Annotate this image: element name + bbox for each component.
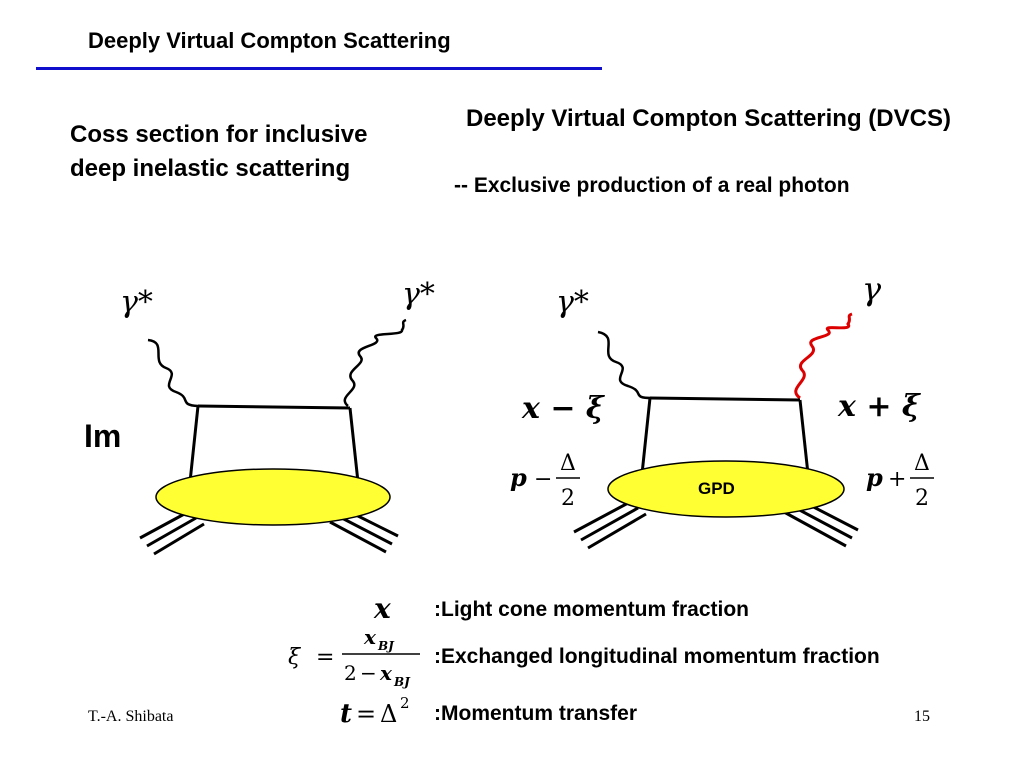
svg-text:ξ: ξ	[288, 645, 302, 670]
p-minus-delta-label: p − Δ 2	[510, 451, 580, 511]
svg-text:p: p	[510, 463, 527, 492]
right-photon-in-line	[597, 330, 653, 400]
left-quark-left	[188, 405, 200, 483]
definition-t-text: :Momentum transfer	[434, 702, 638, 725]
p-plus-delta-label: p + Δ 2	[866, 451, 934, 511]
gpd-label: GPD	[698, 479, 735, 498]
right-diagram: γ* γ x − ξ x + ξ p − Δ 2 p + Δ 2	[510, 270, 934, 550]
svg-text:Δ: Δ	[560, 451, 576, 476]
svg-text:+: +	[888, 467, 906, 492]
svg-text:BJ: BJ	[377, 639, 395, 653]
footer-page-number: 15	[914, 708, 930, 725]
right-hadron-in	[573, 500, 647, 550]
left-quark-right	[348, 407, 360, 483]
svg-text:−: −	[360, 661, 377, 685]
left-heading: Coss section for inclusive deep inelasti…	[70, 121, 368, 182]
svg-text:BJ: BJ	[393, 675, 411, 689]
left-photon-in-label: γ*	[120, 285, 153, 320]
formula-xi: ξ = x BJ 2 − x BJ	[288, 625, 420, 689]
slide-title: Deeply Virtual Compton Scattering	[88, 28, 451, 53]
left-photon-in-line	[147, 338, 199, 408]
svg-text:x: x	[363, 625, 377, 649]
formula-t: t = Δ 2	[340, 694, 410, 729]
right-photon-out-line	[794, 312, 853, 400]
right-photon-out-label: γ	[862, 270, 882, 308]
svg-text:p: p	[866, 463, 883, 492]
right-quark-top	[649, 396, 801, 402]
x-minus-xi-label: x − ξ	[521, 391, 606, 426]
svg-text:2: 2	[561, 486, 575, 511]
svg-text:Δ: Δ	[914, 451, 930, 476]
right-quark-left	[640, 397, 652, 475]
svg-text:t: t	[340, 699, 352, 729]
right-subheading: -- Exclusive production of a real photon	[454, 174, 850, 197]
left-hadron-in	[139, 510, 205, 556]
im-label: Im	[84, 418, 122, 454]
left-blob	[155, 468, 391, 526]
svg-text:2: 2	[344, 661, 357, 685]
x-plus-xi-label: x + ξ	[837, 389, 922, 424]
definition-x-text: :Light cone momentum fraction	[434, 598, 749, 621]
footer-author: T.-A. Shibata	[88, 708, 174, 725]
right-photon-in-label: γ*	[556, 285, 589, 320]
right-heading: Deeply Virtual Compton Scattering (DVCS)	[466, 105, 951, 132]
svg-text:2: 2	[915, 486, 929, 511]
svg-text:Δ: Δ	[380, 700, 397, 728]
title-underline	[36, 67, 602, 70]
left-quark-top	[197, 404, 351, 410]
right-blob-gpd	[607, 460, 845, 518]
svg-text:=: =	[316, 645, 334, 670]
definition-xi-text: :Exchanged longitudinal momentum fractio…	[434, 645, 880, 668]
svg-text:−: −	[534, 467, 552, 492]
left-photon-out-line	[343, 318, 407, 407]
left-photon-out-label: γ*	[402, 277, 435, 312]
svg-text:x: x	[373, 592, 391, 625]
left-diagram: γ* γ*	[120, 277, 435, 556]
svg-text:=: =	[356, 700, 376, 728]
right-quark-right	[798, 399, 810, 475]
svg-text:2: 2	[400, 694, 410, 712]
svg-text:x: x	[379, 661, 393, 685]
formula-x: x	[373, 592, 391, 625]
